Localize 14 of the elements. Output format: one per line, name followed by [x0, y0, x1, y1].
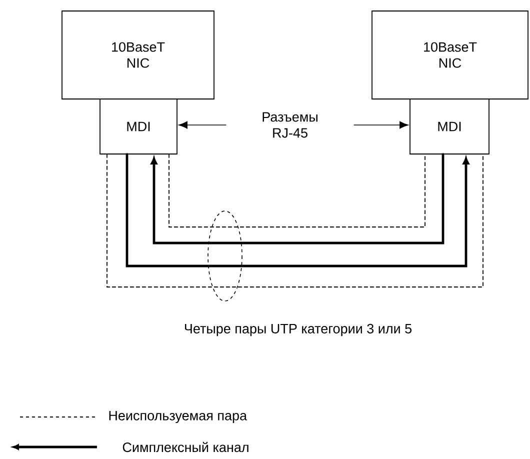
nic-box: 10BaseT NIC — [372, 10, 528, 100]
arrow — [178, 121, 226, 129]
arrow — [354, 121, 408, 129]
caption: Четыре пары UTP категории 3 или 5 — [184, 324, 412, 336]
pair-line — [168, 154, 426, 228]
mdi-box: MDI — [100, 98, 178, 154]
pair-line — [106, 154, 484, 288]
pair-arrow — [150, 153, 444, 244]
mdi-box: MDI — [410, 98, 490, 154]
connector-label: Разъемы RJ-45 — [262, 112, 318, 138]
legend-label: Симплексный канал — [122, 442, 248, 452]
nic-box: 10BaseT NIC — [62, 10, 214, 100]
legend-label: Неиспользуемая пара — [109, 410, 248, 424]
pair-arrow — [126, 153, 470, 268]
